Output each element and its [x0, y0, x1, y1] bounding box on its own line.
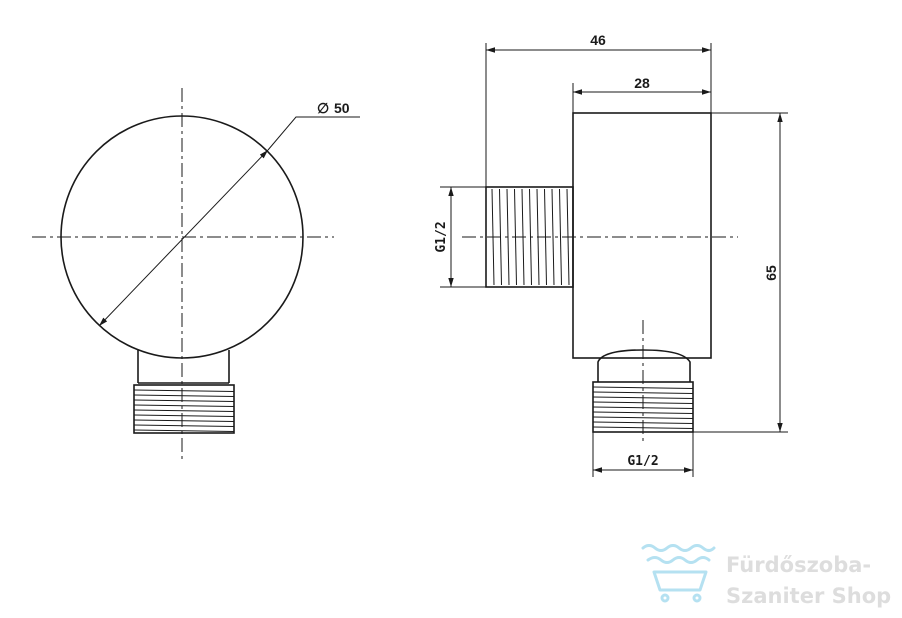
- watermark-line-1: Fürdőszoba-: [726, 553, 871, 577]
- dim-label-28: 28: [634, 75, 650, 91]
- watermark: Fürdőszoba- Szaniter Shop: [641, 544, 891, 608]
- dim-label-46: 46: [590, 32, 606, 48]
- dim-label-65: 65: [763, 265, 779, 281]
- diameter-symbol: ∅: [317, 100, 329, 116]
- front-thread-line: [133, 389, 235, 392]
- diameter-dimension-line: [98, 149, 269, 327]
- bottom-thread-line: [592, 411, 694, 414]
- bottom-thread-line: [592, 416, 694, 419]
- diameter-leader: [267, 116, 360, 151]
- side-body: [572, 112, 712, 359]
- dim-label-g12-bottom: G1/2: [627, 454, 658, 469]
- front-thread-line: [133, 424, 235, 427]
- side-thread-line: [559, 188, 562, 286]
- bathtub-icon: [641, 544, 716, 603]
- front-thread-outline: [133, 384, 235, 434]
- front-thread-line: [133, 404, 235, 407]
- front-neck: [137, 350, 230, 383]
- front-thread-line: [133, 399, 235, 402]
- front-thread-line: [133, 414, 235, 417]
- front-thread-line: [133, 394, 235, 397]
- bottom-nut: [597, 349, 691, 382]
- dim-label-g12-side: G1/2: [434, 221, 449, 252]
- bottom-thread-line: [592, 386, 694, 389]
- front-thread-line: [133, 409, 235, 412]
- bottom-thread-line: [592, 391, 694, 394]
- front-view: ∅ 50: [32, 88, 360, 460]
- front-thread-line: [133, 419, 235, 422]
- front-thread-line: [133, 429, 235, 432]
- watermark-line-2: Szaniter Shop: [726, 584, 891, 608]
- side-thread-line: [551, 188, 555, 286]
- front-thread: [133, 389, 235, 432]
- diameter-label: 50: [334, 100, 350, 116]
- side-view: 46 28 65 G1/2 G1/2: [434, 32, 788, 477]
